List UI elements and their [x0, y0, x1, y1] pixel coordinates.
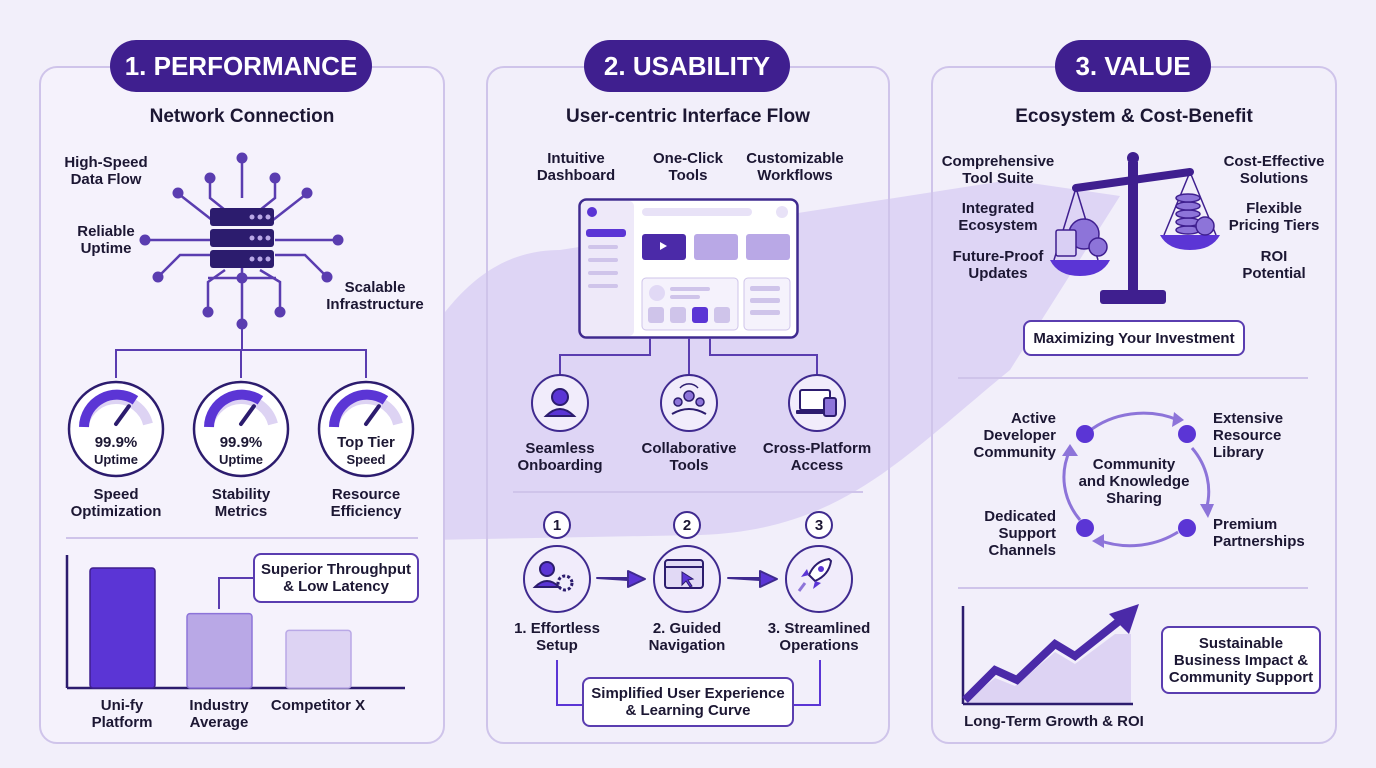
- gauge-unit-text: Uptime: [93, 452, 139, 467]
- gauge-connectors: [115, 324, 367, 378]
- gauge-fill: [204, 389, 264, 428]
- rocket-icon: [785, 545, 853, 613]
- user-icon: [531, 374, 589, 432]
- top-label-workflows: Customizable Workflows: [746, 150, 844, 184]
- user-gear-icon: [523, 545, 591, 613]
- usability-badge: 2. USABILITY: [584, 40, 790, 92]
- step-label: 2. Guided Navigation: [648, 620, 726, 654]
- feature-connectors: [559, 338, 818, 374]
- top-label-tools: One-Click Tools: [652, 150, 724, 184]
- gauge-caption: Resource Efficiency: [330, 486, 402, 520]
- gauge-1: [67, 380, 165, 478]
- callout-connector: [218, 577, 253, 609]
- simplified-ux-summary: Simplified User Experience & Learning Cu…: [582, 677, 794, 727]
- throughput-callout: Superior Throughput & Low Latency: [253, 553, 419, 603]
- performance-title: Network Connection: [149, 106, 335, 127]
- performance-badge: 1. PERFORMANCE: [110, 40, 372, 92]
- step-label: 1. Effortless Setup: [514, 620, 600, 654]
- devices-icon: [788, 374, 846, 432]
- value-badge: 3. VALUE: [1055, 40, 1211, 92]
- bar-1: [89, 567, 156, 689]
- impact-box: Sustainable Business Impact & Community …: [1161, 626, 1321, 694]
- feature-label: Collaborative Tools: [641, 440, 737, 474]
- step-number: 2: [673, 511, 701, 539]
- gauge-needle: [114, 404, 131, 426]
- gauge-value-text: 99.9%: [94, 434, 138, 451]
- gauge-unit-text: Uptime: [218, 452, 264, 467]
- gauge-2: [192, 380, 290, 478]
- scalable-label: Scalable Infrastructure: [326, 279, 424, 313]
- value-right-label-3: ROI Potential: [1242, 248, 1306, 282]
- gauge-3: [317, 380, 415, 478]
- cycle-label-support: Dedicated Support Channels: [984, 508, 1056, 559]
- comparison-bar-chart: [65, 555, 405, 690]
- feature-label: Cross-Platform Access: [762, 440, 872, 474]
- dashboard-mockup: [578, 198, 799, 339]
- performance-divider: [66, 537, 418, 539]
- cursor-window-icon: [653, 545, 721, 613]
- team-icon: [660, 374, 718, 432]
- network-hub-icon: [139, 152, 344, 330]
- gauge-value-text: 99.9%: [219, 434, 263, 451]
- gauge-fill: [79, 389, 139, 428]
- step-arrows: [556, 570, 821, 710]
- growth-chart-icon: [961, 604, 1139, 706]
- cycle-center: Community and Knowledge Sharing: [1078, 456, 1190, 507]
- community-cycle: [1062, 411, 1214, 548]
- growth-caption: Long-Term Growth & ROI: [964, 713, 1144, 730]
- value-title: Ecosystem & Cost-Benefit: [1015, 106, 1253, 127]
- gauge-value: 99.9%Uptime: [201, 434, 281, 468]
- bar-label: Competitor X: [270, 697, 366, 714]
- gauge-caption: Speed Optimization: [70, 486, 162, 520]
- value-divider-2: [958, 587, 1308, 589]
- balance-scale-icon: [1050, 152, 1220, 304]
- step-number: 1: [543, 511, 571, 539]
- gauge-caption: Stability Metrics: [211, 486, 271, 520]
- gauge-unit-text: Speed: [346, 452, 386, 467]
- value-right-label-1: Cost-Effective Solutions: [1223, 153, 1325, 187]
- cycle-label-partnerships: Premium Partnerships: [1213, 516, 1305, 550]
- bar-3: [285, 629, 352, 689]
- bar-label: Uni-fy Platform: [91, 697, 153, 731]
- gauge-fill: [329, 389, 389, 428]
- bar-2: [186, 612, 253, 689]
- value-right-label-2: Flexible Pricing Tiers: [1228, 200, 1320, 234]
- top-label-dashboard: Intuitive Dashboard: [536, 150, 616, 184]
- gauge-needle: [239, 404, 256, 426]
- gauge-needle: [364, 404, 381, 426]
- step-label: 3. Streamlined Operations: [767, 620, 871, 654]
- value-left-label-1: Comprehensive Tool Suite: [941, 153, 1055, 187]
- value-left-label-2: Integrated Ecosystem: [958, 200, 1038, 234]
- step-number: 3: [805, 511, 833, 539]
- value-divider-1: [958, 377, 1308, 379]
- investment-box: Maximizing Your Investment: [1023, 320, 1245, 356]
- value-left-label-3: Future-Proof Updates: [952, 248, 1044, 282]
- data-flow-label: High-Speed Data Flow: [64, 154, 148, 188]
- bar-label: Industry Average: [189, 697, 249, 731]
- gauge-value: 99.9%Uptime: [76, 434, 156, 468]
- gauge-value-text: Top Tier: [337, 434, 395, 451]
- usability-title: User-centric Interface Flow: [566, 106, 810, 127]
- feature-label: Seamless Onboarding: [517, 440, 603, 474]
- uptime-label: Reliable Uptime: [77, 223, 135, 257]
- cycle-label-library: Extensive Resource Library: [1213, 410, 1284, 461]
- usability-divider: [513, 491, 863, 493]
- cycle-label-developer: Active Developer Community: [973, 410, 1057, 461]
